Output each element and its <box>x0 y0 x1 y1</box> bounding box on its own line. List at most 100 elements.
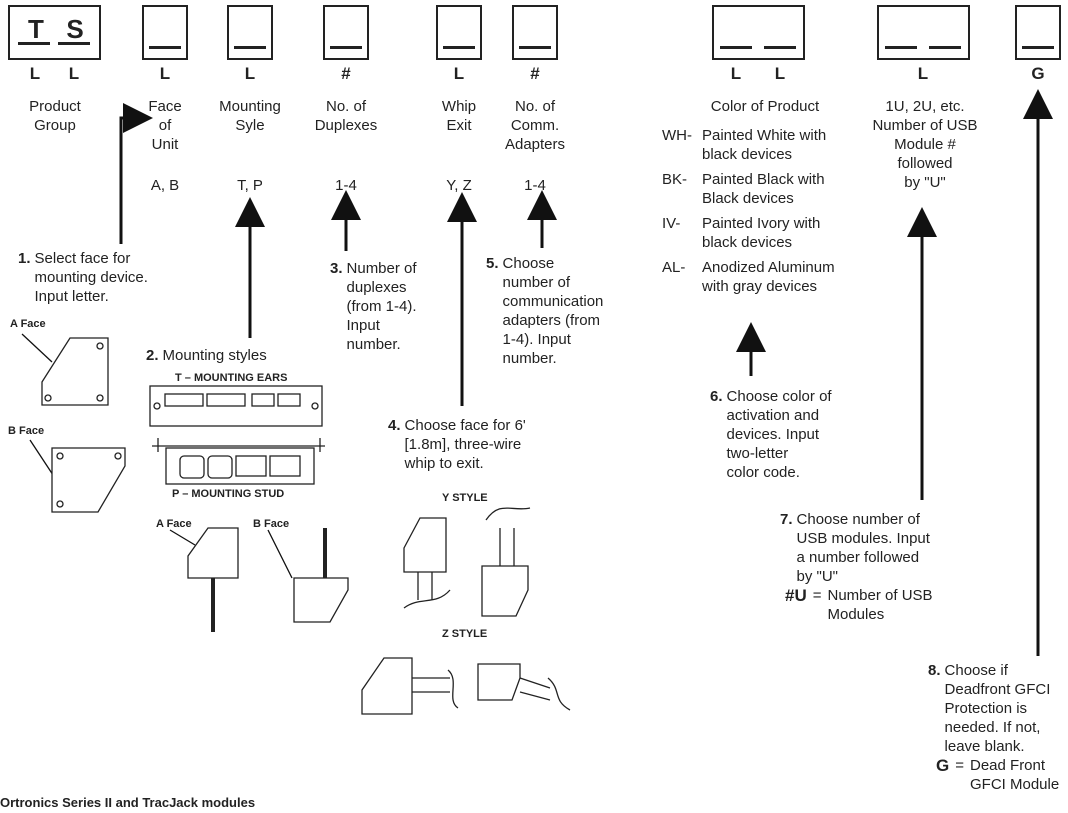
options-whip: Y, Z <box>446 177 472 194</box>
code-box-face <box>142 5 188 60</box>
step-3: 3. Number of duplexes (from 1-4). Input … <box>330 259 440 354</box>
type-letter: # <box>530 64 540 83</box>
type-letter: L <box>917 64 929 83</box>
footnote: Ortronics Series II and TracJack modules <box>0 795 256 810</box>
step-number: 4. <box>388 417 401 434</box>
code-underline <box>885 46 917 49</box>
step-2: 2. Mounting styles <box>146 346 326 365</box>
type-letter: L <box>774 64 786 83</box>
step-8: 8.Choose if Deadfront GFCI Protection is… <box>928 661 1068 794</box>
color-code: WH- <box>662 127 692 144</box>
code-underline <box>330 46 362 49</box>
options-duplexes: 1-4 <box>335 177 357 194</box>
key-code: G <box>936 756 950 775</box>
code-box-duplexes <box>323 5 369 60</box>
a-face-illustration <box>41 337 109 406</box>
code-box-adapters <box>512 5 558 60</box>
code-underline <box>720 46 752 49</box>
options-adapters: 1-4 <box>524 177 546 194</box>
code-box-mounting <box>227 5 273 60</box>
code-box-color <box>712 5 805 60</box>
field-label-adapters: No. of Comm. Adapters <box>504 98 566 153</box>
label-b-face-stud: B Face <box>253 518 290 530</box>
step-number: 2. <box>146 347 159 364</box>
code-underline <box>149 46 181 49</box>
field-label-color: Color of Product <box>710 98 820 115</box>
field-label-whip: Whip Exit <box>441 98 477 134</box>
code-underline <box>18 42 50 45</box>
field-label-duplexes: No. of Duplexes <box>314 98 378 134</box>
label-b-face: B Face <box>8 425 45 437</box>
step-text: Number of duplexes (from 1-4). Input num… <box>346 260 417 353</box>
options-face: A, B <box>150 177 180 194</box>
color-desc: Anodized Aluminum with gray devices <box>702 259 835 295</box>
key-desc: Dead Front GFCI Module <box>970 757 1060 793</box>
step-7: 7.Choose number of USB modules. Input a … <box>780 510 980 624</box>
step-1: 1. Select face for mounting device. Inpu… <box>18 249 188 306</box>
code-underline <box>764 46 796 49</box>
color-desc: Painted White with black devices <box>702 127 827 163</box>
z-style-illustration-b <box>477 663 521 701</box>
field-label-mounting: Mounting Syle <box>219 98 281 134</box>
code-underline <box>1022 46 1054 49</box>
code-underline <box>519 46 551 49</box>
color-desc: Painted Black with Black devices <box>702 171 825 207</box>
step-text: Choose color of activation and devices. … <box>726 388 832 481</box>
step-5: 5. Choose number of communication adapte… <box>486 254 626 368</box>
label-mounting-stud: P – MOUNTING STUD <box>172 488 285 500</box>
code-letter-s: S <box>66 14 84 44</box>
color-item-white: WH- Painted White with black devices <box>662 126 877 164</box>
key-equals: = <box>955 757 964 774</box>
code-underline <box>58 42 90 45</box>
y-style-illustration-a <box>403 517 447 573</box>
type-letter: L <box>453 64 465 83</box>
color-list: WH- Painted White with black devices BK- P… <box>662 126 877 302</box>
step-text: Choose if Deadfront GFCI Protection is n… <box>944 662 1051 755</box>
key-code: #U <box>785 586 807 605</box>
code-underline <box>443 46 475 49</box>
type-letter: L <box>244 64 256 83</box>
field-label-face: Face of Unit <box>148 98 182 153</box>
label-z-style: Z STYLE <box>442 628 488 640</box>
code-letter-t: T <box>28 14 44 44</box>
code-box-gfci <box>1015 5 1061 60</box>
label-a-face-stud: A Face <box>156 518 192 530</box>
y-style-illustration-b <box>481 565 529 617</box>
arrow-step-1 <box>119 103 153 244</box>
code-box-usb <box>877 5 970 60</box>
key-equals: = <box>812 587 822 604</box>
type-letter: L <box>730 64 742 83</box>
code-underline <box>234 46 266 49</box>
color-item-black: BK- Painted Black with Black devices <box>662 170 877 208</box>
options-mounting: T, P <box>237 177 263 194</box>
code-box-1 <box>8 5 101 60</box>
z-style-illustration-a <box>361 657 413 715</box>
field-label-usb: 1U, 2U, etc. Number of USB Module # foll… <box>872 98 978 191</box>
color-code: IV- <box>662 215 681 232</box>
a-face-stud-illustration <box>187 527 239 579</box>
step-4: 4. Choose face for 6' [1.8m], three-wire… <box>388 416 548 473</box>
step-text: Select face for mounting device. Input l… <box>34 250 148 305</box>
code-underline <box>929 46 961 49</box>
type-letter: L <box>68 64 80 83</box>
step-number: 1. <box>18 250 31 267</box>
step-number: 3. <box>330 260 343 277</box>
color-code: AL- <box>662 259 686 276</box>
type-letter: G <box>1031 64 1045 83</box>
step-6: 6. Choose color of activation and device… <box>710 387 850 482</box>
key-desc: Number of USB Modules <box>827 587 933 623</box>
step-number: 8. <box>928 662 941 679</box>
step-text: Choose number of communication adapters … <box>502 255 604 367</box>
code-box-whip <box>436 5 482 60</box>
color-code: BK- <box>662 171 688 188</box>
step-text: Choose face for 6' [1.8m], three-wire wh… <box>404 417 526 472</box>
label-a-face: A Face <box>10 318 46 330</box>
type-letter: L <box>159 64 171 83</box>
color-item-aluminum: AL- Anodized Aluminum with gray devices <box>662 258 877 296</box>
b-face-illustration <box>51 447 126 513</box>
b-face-stud-illustration <box>293 577 349 623</box>
step-number: 6. <box>710 388 723 405</box>
step-text: Mounting styles <box>162 347 267 364</box>
step-text: Choose number of USB modules. Input a nu… <box>796 511 930 585</box>
color-item-ivory: IV-Painted Ivory with black devices <box>662 214 877 252</box>
